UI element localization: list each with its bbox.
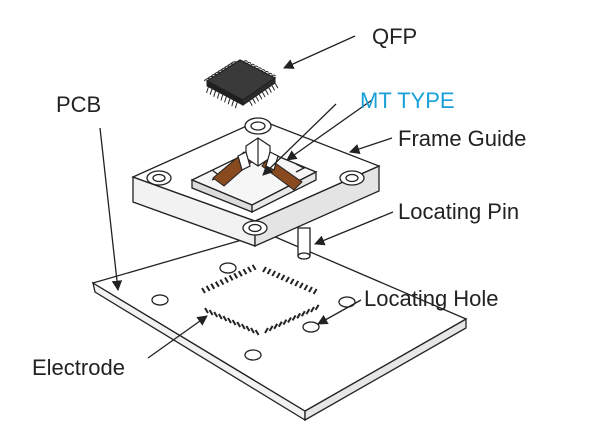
electrode-pad <box>250 327 255 334</box>
electrode-pad <box>300 310 306 317</box>
label-mt-type: MT TYPE <box>360 88 455 113</box>
electrode-pad <box>201 287 206 294</box>
electrode-pad <box>268 325 274 332</box>
electrode-pad <box>314 304 320 311</box>
electrode-pad <box>224 276 229 284</box>
frame-guide <box>131 119 381 247</box>
electrode-pad <box>289 278 295 285</box>
label-locating-pin: Locating Pin <box>398 199 520 224</box>
electrode-pad <box>227 317 232 324</box>
leader-pcb <box>99 127 123 292</box>
electrode-pad <box>294 280 300 287</box>
label-electrode: Electrode <box>32 355 125 380</box>
electrode-pad <box>282 319 288 326</box>
pcb-hole-left <box>151 294 169 306</box>
electrode-pad <box>247 266 252 273</box>
electrode-pad <box>237 270 243 277</box>
pcb-hole-right <box>338 296 356 308</box>
electrode-pad <box>310 306 315 313</box>
frame-corner-holes <box>146 117 365 236</box>
locating-pin <box>297 227 311 260</box>
leader-electrode <box>147 315 208 359</box>
electrode-pad <box>280 274 286 281</box>
electrode-pad <box>296 312 302 319</box>
leader-lines <box>99 35 394 359</box>
leader-locating-hole <box>317 299 362 325</box>
electrode-pad <box>285 276 290 283</box>
pcb-holes <box>151 262 356 361</box>
electrode-pad <box>262 266 267 273</box>
center-pusher <box>237 137 279 171</box>
electrode-pad <box>236 321 242 328</box>
electrode-pad <box>273 323 279 330</box>
electrode-pads <box>201 264 320 336</box>
electrode-pad <box>214 281 220 288</box>
pcb-hole-bottom <box>244 349 262 361</box>
label-locating-hole: Locating Hole <box>364 286 499 311</box>
electrode-pad <box>308 286 313 293</box>
locating-hole <box>302 321 320 333</box>
electrode-pad <box>228 274 234 281</box>
label-qfp: QFP <box>372 24 418 49</box>
electrode-pad <box>222 315 228 322</box>
electrode-pad <box>298 282 304 289</box>
electrode-pad <box>303 284 309 291</box>
electrode-pad <box>287 316 292 324</box>
label-frame-guide: Frame Guide <box>398 126 527 151</box>
electrode-pad <box>240 323 246 330</box>
electrode-pad <box>275 272 281 279</box>
electrode-pad <box>219 279 225 286</box>
electrode-pad <box>305 308 311 315</box>
electrode-pad <box>245 325 251 332</box>
electrode-pad <box>213 311 219 318</box>
electrode-pad <box>264 327 269 334</box>
label-pcb: PCB <box>56 92 102 117</box>
electrode-pad <box>217 313 223 320</box>
electrode-pad <box>204 307 209 314</box>
electrode-pad <box>233 272 239 279</box>
electrode-pad <box>277 321 283 328</box>
leader-qfp <box>283 35 356 69</box>
qfp-chip <box>203 59 279 109</box>
leader-mt-type-1 <box>286 99 373 161</box>
electrode-pad <box>210 283 216 290</box>
electrode-pad <box>266 268 272 275</box>
electrode-pad <box>254 329 260 336</box>
leader-locating-pin <box>314 211 394 246</box>
pcb-hole-top <box>219 262 237 274</box>
leader-mt-type-2 <box>262 103 337 176</box>
electrode-pad <box>291 314 297 321</box>
electrode-pad <box>271 270 277 277</box>
electrode-pad <box>205 285 211 292</box>
qfp-body <box>205 59 277 101</box>
electrode-pad <box>208 309 214 316</box>
leader-frame-guide <box>349 137 393 154</box>
electrode-pad <box>231 319 237 326</box>
pcb-board <box>91 232 468 422</box>
electrode-pad <box>312 288 318 295</box>
electrode-pad <box>251 264 257 271</box>
electrode-pad <box>242 268 248 275</box>
